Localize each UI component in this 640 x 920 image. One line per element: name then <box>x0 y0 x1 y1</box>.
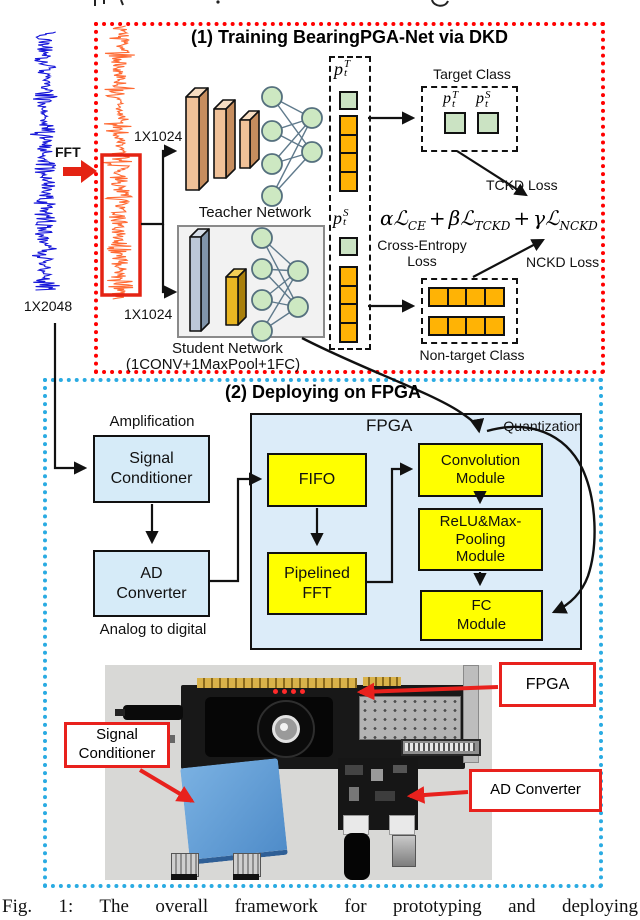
relu-maxpool-label-line3: Module <box>455 548 506 566</box>
non-target-logit-row-1 <box>428 287 505 307</box>
ad-component-4 <box>349 787 359 801</box>
figure-caption: Fig. 1: The overall framework for protot… <box>2 896 638 917</box>
fc-module-label-line1: FC <box>471 597 492 615</box>
relu-maxpool-label-line1: ReLU&Max- <box>439 512 522 530</box>
board-leds <box>273 689 278 694</box>
target-logit-cell <box>477 112 499 134</box>
fc-module-label-line2: Module <box>456 615 507 633</box>
dvi-pins <box>405 743 475 751</box>
nontarget-logit-cell <box>483 287 505 307</box>
amplification-label: Amplification <box>109 413 195 430</box>
cross-entropy-loss-label: Cross-Entropy Loss <box>377 237 467 270</box>
audio-plug-tip <box>115 709 125 716</box>
nckd-loss-label: NCKD Loss <box>526 254 600 270</box>
student-nontarget-logit-cells <box>339 266 358 343</box>
bnc-left-2-base <box>233 874 259 880</box>
pipelined-fft-label-line1: Pipelined <box>284 564 350 582</box>
audio-plug <box>123 705 183 720</box>
target-class-label: Target Class <box>433 66 511 82</box>
ad-converter-box: AD Converter <box>93 550 210 617</box>
ad-converter-tag: AD Converter <box>469 769 602 812</box>
fpga-panel-border <box>43 378 603 888</box>
fifo-label: FIFO <box>298 471 336 489</box>
tckd-loss-label: TCKD Loss <box>486 177 558 193</box>
pipelined-fft-label-line2: FFT <box>302 584 332 602</box>
pipelined-fft-module-box: Pipelined FFT <box>267 552 367 615</box>
fpga-tag: FPGA <box>499 662 596 707</box>
ad-component-5 <box>375 791 395 801</box>
fft-arrow-icon <box>63 160 97 183</box>
student-conv-layers <box>189 228 247 332</box>
student-target-logit-cell <box>339 237 358 256</box>
nontarget-logit-cell <box>483 316 505 336</box>
quantization-arrows <box>301 336 596 614</box>
panel2-title: (2) Deploying on FPGA <box>225 382 421 402</box>
fft-spectrum-waveform <box>102 25 135 300</box>
bnc-left-1-base <box>171 874 197 880</box>
teacher-network-label: Teacher Network <box>198 204 312 221</box>
relu-maxpool-label-line2: Pooling <box>455 530 506 548</box>
sfp-cage <box>359 696 461 740</box>
fft-label: FFT <box>55 144 81 160</box>
training-panel-border <box>94 22 605 374</box>
non-target-class-label: Non-target Class <box>419 347 525 363</box>
fpga-region-label: FPGA <box>366 416 413 435</box>
teacher-input-size-label: 1X1024 <box>134 128 183 144</box>
target-logit-cell <box>444 112 466 134</box>
convolution-module-label-line2: Module <box>455 470 506 487</box>
flow-arrows <box>53 111 545 587</box>
signal-conditioner-box: Signal Conditioner <box>93 435 210 503</box>
fan-hub-dot <box>280 723 288 731</box>
non-target-class-box <box>421 278 518 344</box>
teacher-target-logit-cell <box>339 91 358 110</box>
fifo-module-box: FIFO <box>267 453 367 507</box>
ad-component-2 <box>371 769 383 781</box>
quantization-label: Quantization <box>503 418 582 434</box>
signal-conditioner-tag: Signal Conditioner <box>64 722 170 768</box>
raw-signal-size-label: 1X2048 <box>23 298 73 314</box>
student-network-detail-label: (1CONV+1MaxPool+1FC) <box>125 356 301 373</box>
target-class-box <box>421 86 518 152</box>
convolution-module-label-line1: Convolution <box>440 451 521 469</box>
student-network-label: Student Network <box>172 340 283 357</box>
ad-component-3 <box>393 765 407 773</box>
non-target-logit-row-2 <box>428 316 505 336</box>
black-cable <box>344 833 370 880</box>
ad-converter-label-line2: Converter <box>116 584 187 602</box>
logit-cell <box>339 170 358 192</box>
photo-tag-arrows <box>138 682 499 804</box>
relu-maxpool-module-box: ReLU&Max- Pooling Module <box>418 508 543 571</box>
logit-vector-box <box>329 56 371 350</box>
teacher-mlp <box>261 86 323 207</box>
fft-window-rect <box>100 153 142 297</box>
ad-white-connector-2 <box>389 815 415 835</box>
student-input-size-label: 1X1024 <box>124 306 173 322</box>
convolution-module-box: Convolution Module <box>418 443 543 497</box>
dkd-loss-formula: αℒCE+βℒTCKD+γℒNCKD <box>380 206 598 233</box>
panel1-title: (1) Training BearingPGA-Net via DKD <box>190 27 509 47</box>
clipped-previous-line-marks <box>94 0 449 7</box>
ad-component-1 <box>345 765 363 775</box>
logit-cell <box>339 321 358 343</box>
teacher-conv-layers <box>185 87 260 191</box>
board-gold-edge <box>197 678 357 688</box>
teacher-nontarget-logit-cells <box>339 115 358 192</box>
signal-conditioner-label-line1: Signal <box>129 450 174 468</box>
bnc-left-1 <box>171 853 199 877</box>
board-gold-edge-2 <box>363 677 401 686</box>
analog-to-digital-label: Analog to digital <box>99 621 207 638</box>
student-mlp <box>251 227 309 342</box>
bnc-right <box>392 835 416 867</box>
fc-module-box: FC Module <box>420 590 543 641</box>
ad-converter-label-line1: AD <box>140 564 163 582</box>
time-signal-waveform <box>30 31 60 291</box>
signal-conditioner-label-line2: Conditioner <box>110 470 193 487</box>
